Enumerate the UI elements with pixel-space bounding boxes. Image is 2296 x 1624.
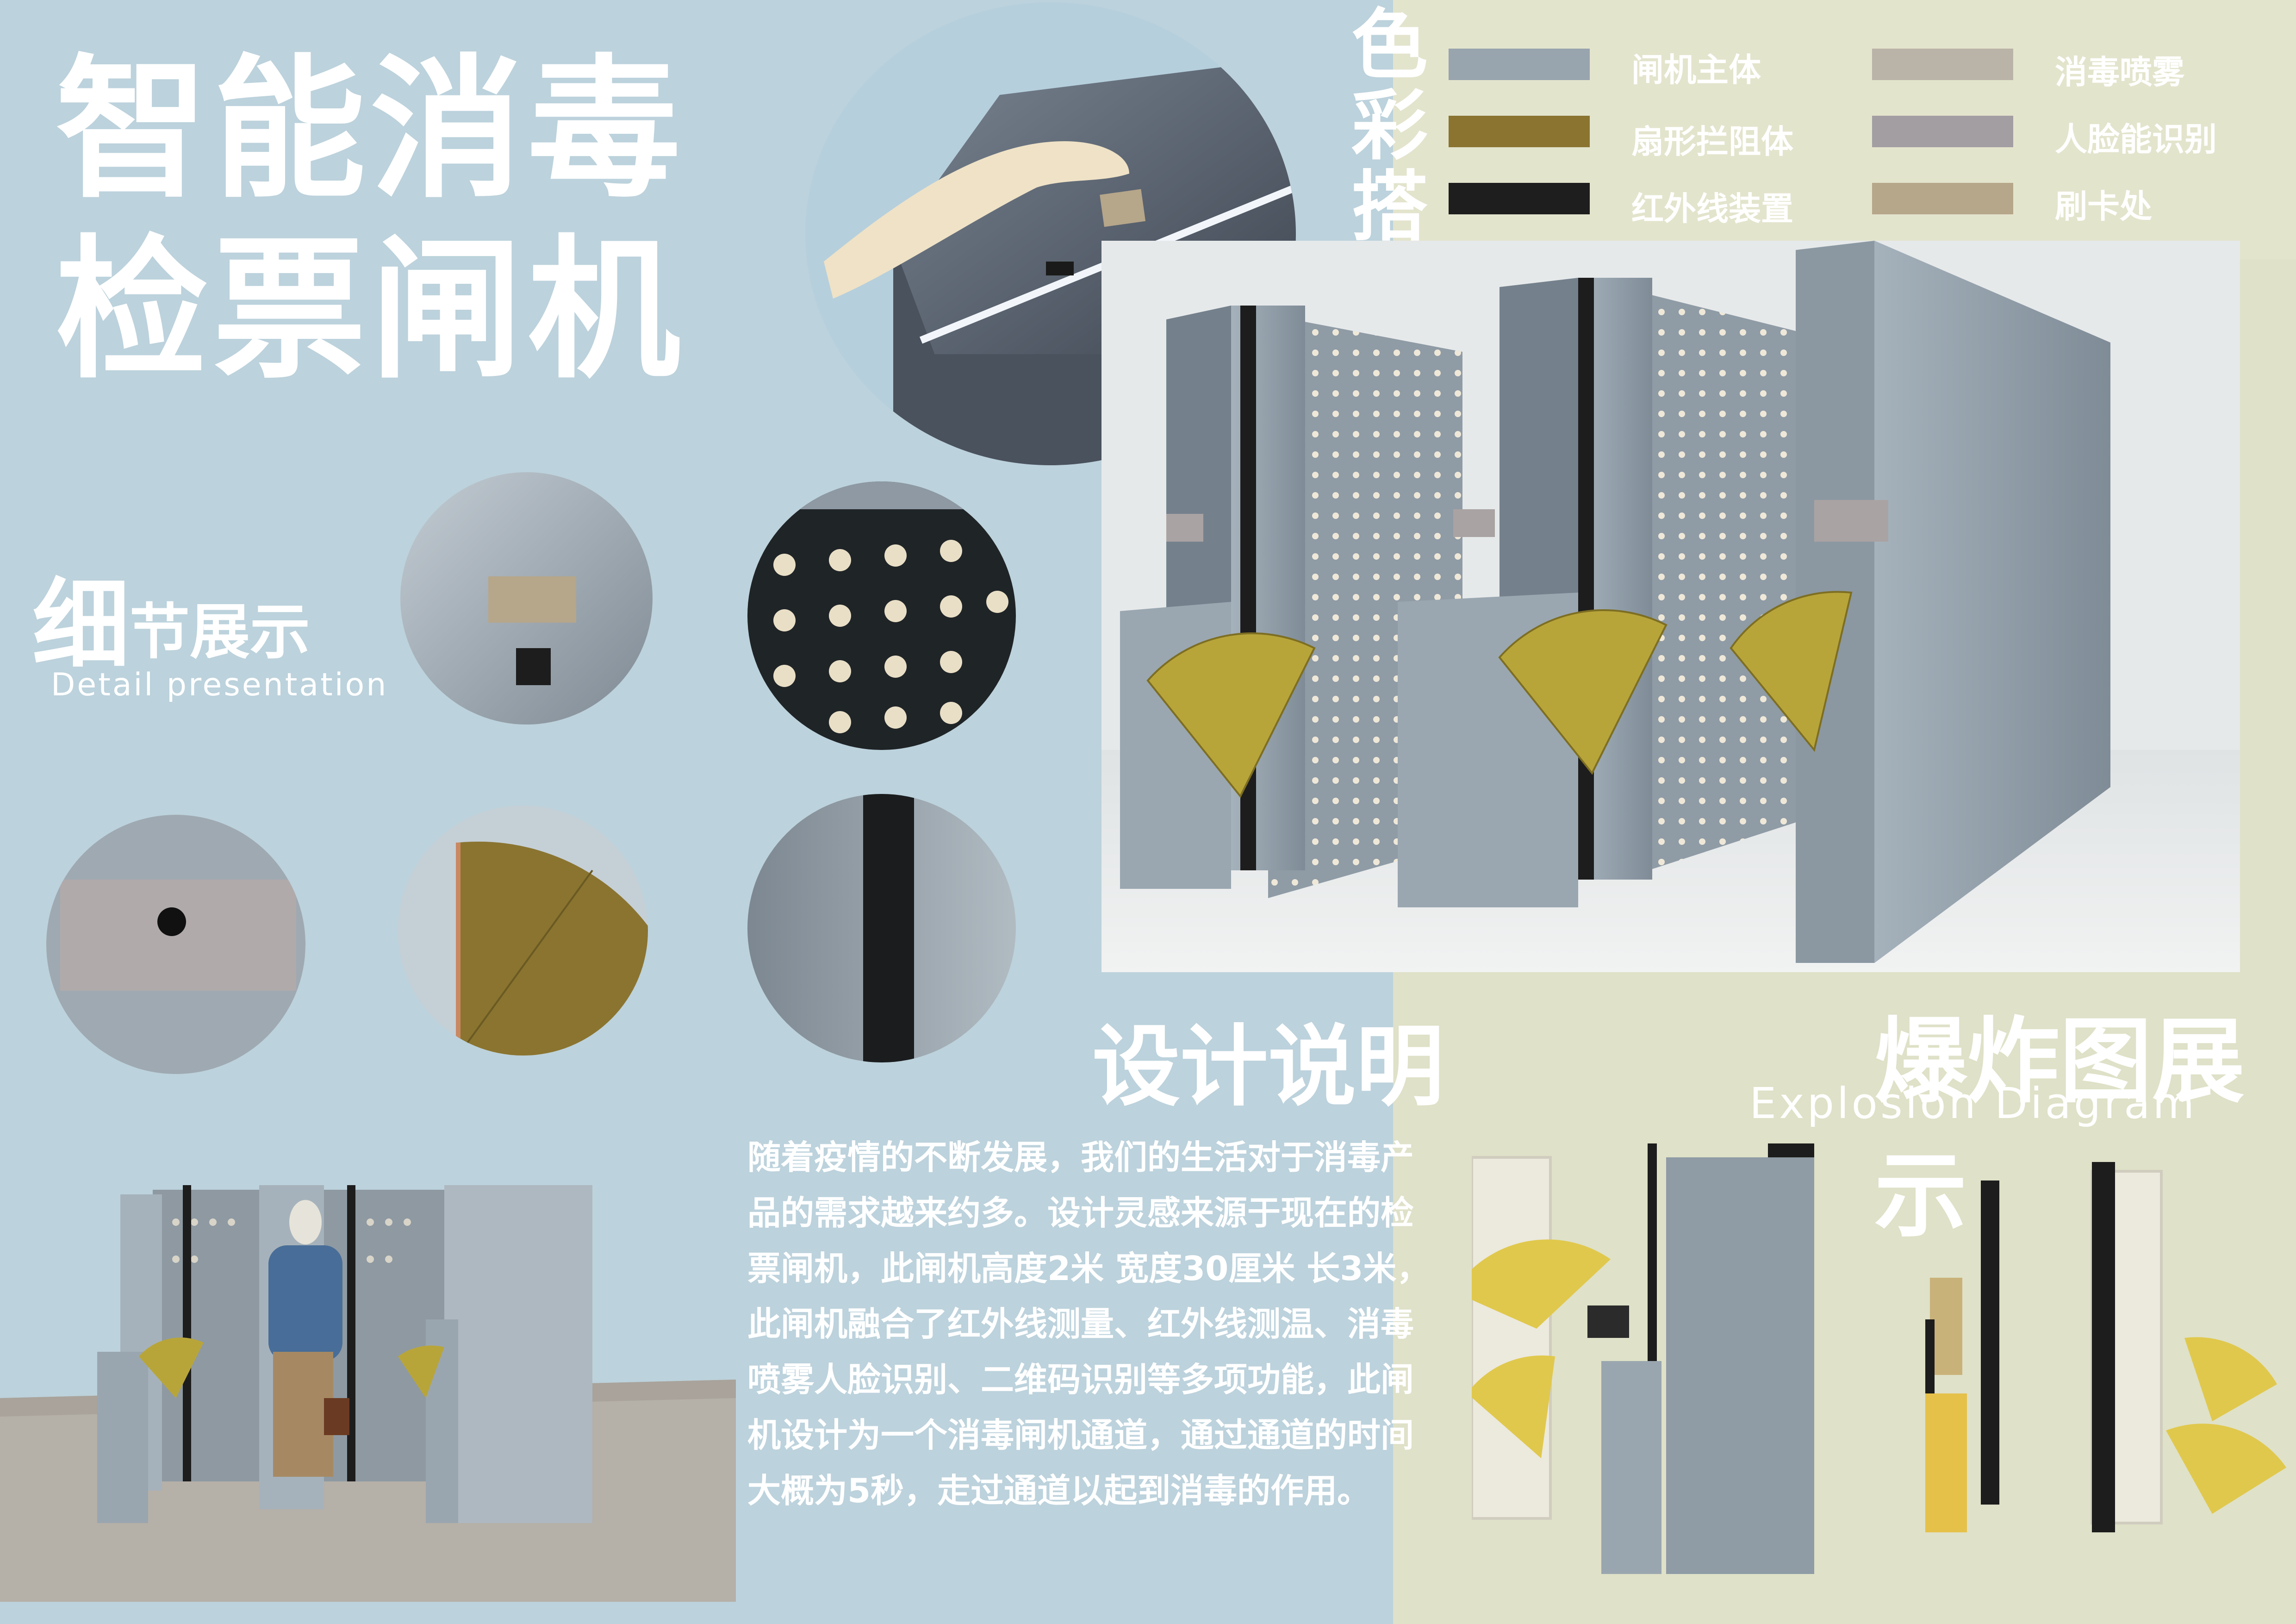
explosion-title: 爆炸图展示 xyxy=(1874,1008,2245,1250)
design-line: 大概为5秒，走过通道以起到消毒的作用。 xyxy=(747,1471,1371,1510)
infrared-strip xyxy=(863,794,914,1062)
design-line: 随着疫情的不断发展，我们的生活对于消毒产 xyxy=(747,1138,1414,1177)
detail-camera-circle xyxy=(46,815,305,1074)
explosion-title-en: Explosion Diagram xyxy=(1749,1079,2197,1128)
main-title-line2: 检票闸机 xyxy=(56,221,685,399)
detail-fan-barrier-circle xyxy=(398,806,648,1056)
scene-render xyxy=(0,1167,736,1602)
infrared-sensor xyxy=(516,648,551,685)
explosion-diagram-render xyxy=(1453,1134,2286,1597)
swatch-spray xyxy=(1872,49,2013,80)
design-line: 票闸机，此闸机高度2米 宽度30厘米 长3米， xyxy=(747,1249,1430,1288)
swatch-card-reader xyxy=(1872,183,2013,214)
swatch-label-infrared: 红外线装置 xyxy=(1631,190,1793,228)
design-line: 品的需求越来约多。设计灵感来源于现在的检 xyxy=(747,1193,1414,1232)
detail-perforation-circle xyxy=(747,481,1016,750)
design-title: 设计说明 xyxy=(1092,1016,1444,1118)
design-line: 喷雾人脸识别、二维码识别等多项功能，此闸 xyxy=(747,1360,1414,1399)
detail-infrared-strip-circle xyxy=(747,794,1016,1062)
detail-title-en: Detail presentation xyxy=(51,667,388,703)
detail-card-reader-circle xyxy=(400,472,653,725)
gate-render-main xyxy=(1101,241,2240,972)
swatch-infrared xyxy=(1449,183,1590,214)
swatch-label-card-reader: 刷卡处 xyxy=(2055,187,2152,225)
swatch-gate-body xyxy=(1449,49,1590,80)
face-recognition-panel xyxy=(60,880,296,991)
swatch-label-fan-barrier: 扇形拦阻体 xyxy=(1631,123,1793,161)
main-title-line1: 智能消毒 xyxy=(56,41,685,219)
swatch-label-gate-body: 闸机主体 xyxy=(1631,51,1761,89)
swatch-face-recognition xyxy=(1872,116,2013,147)
swatch-label-spray: 消毒喷雾 xyxy=(2055,53,2184,91)
swatch-fan-barrier xyxy=(1449,116,1590,147)
design-line: 此闸机融合了红外线测量、红外线测温、消毒 xyxy=(747,1305,1414,1343)
camera-lens-icon xyxy=(157,907,186,936)
swatch-label-face-recognition: 人脸能识别 xyxy=(2055,120,2217,158)
detail-title-big: 细 xyxy=(32,568,130,682)
detail-title-small: 节展示 xyxy=(130,597,311,667)
design-line: 机设计为一个消毒闸机通道，通过通道的时间 xyxy=(747,1416,1414,1455)
design-description: 随着疫情的不断发展，我们的生活对于消毒产 品的需求越来约多。设计灵感来源于现在的… xyxy=(747,1130,1469,1518)
card-reader-pad xyxy=(488,576,576,623)
